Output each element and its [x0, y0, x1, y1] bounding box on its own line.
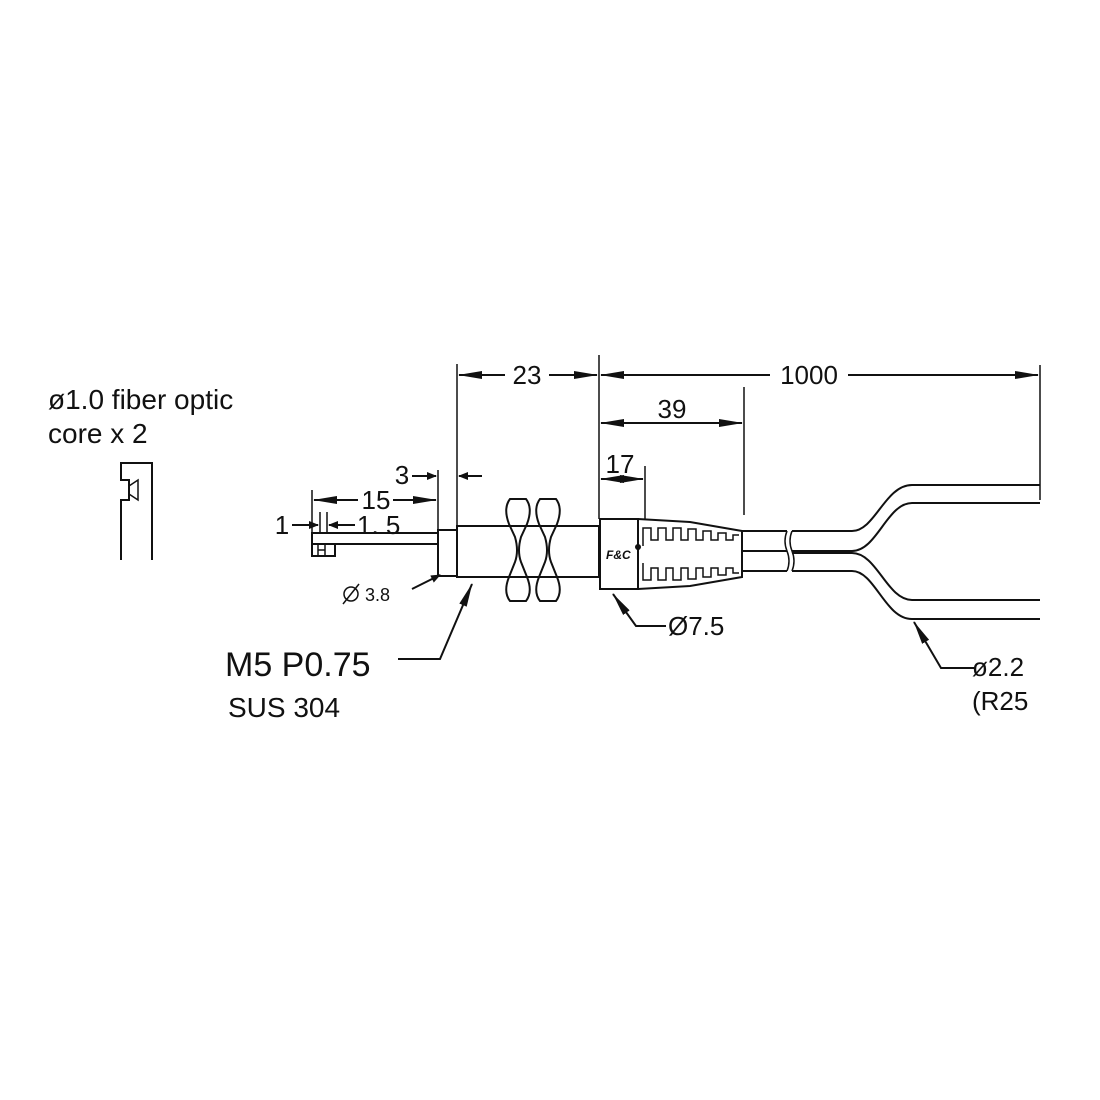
- fiber-core-note-line1: ø1.0 fiber optic: [48, 384, 233, 415]
- dim-1-label: 1: [275, 510, 289, 540]
- dim-1-5-label: 1. 5: [357, 510, 400, 540]
- dim-1000-label: 1000: [780, 360, 838, 390]
- material-label: SUS 304: [228, 692, 340, 723]
- extension-lines: [311, 355, 1041, 533]
- fiber-core-detail: [120, 462, 153, 560]
- dim-3-8-label: 3.8: [365, 585, 390, 605]
- strain-relief-boot: [637, 518, 743, 590]
- dim-17-label: 17: [606, 449, 635, 479]
- probe-tip: [311, 529, 458, 577]
- dim-7-5-label: Ø7.5: [668, 611, 724, 641]
- hex-nut-2: [535, 498, 561, 602]
- threaded-body: [456, 525, 600, 578]
- dim-15-label: 15: [362, 485, 391, 515]
- dim-r25-label: (R25: [972, 686, 1028, 716]
- dim-3-8-leader: [411, 574, 441, 590]
- fiber-core-note-line2: core x 2: [48, 418, 148, 449]
- hex-nut-1: [505, 498, 531, 602]
- thread-spec-label: M5 P0.75: [225, 646, 371, 684]
- connector-housing: [599, 518, 639, 590]
- dim-39-label: 39: [658, 394, 687, 424]
- thread-spec-leader: [398, 583, 473, 660]
- brand-logo: F&C: [606, 548, 631, 562]
- brand-dot: [635, 544, 641, 550]
- dim-2-2-leader: [913, 621, 974, 669]
- cable-section: [742, 484, 1040, 620]
- dim-23-label: 23: [513, 360, 542, 390]
- dim-2-2-label: ø2.2: [972, 652, 1024, 682]
- dim-3-label: 3: [395, 460, 409, 490]
- dim-7-5-leader: [612, 593, 666, 627]
- diameter-3-8-symbol: [342, 583, 360, 605]
